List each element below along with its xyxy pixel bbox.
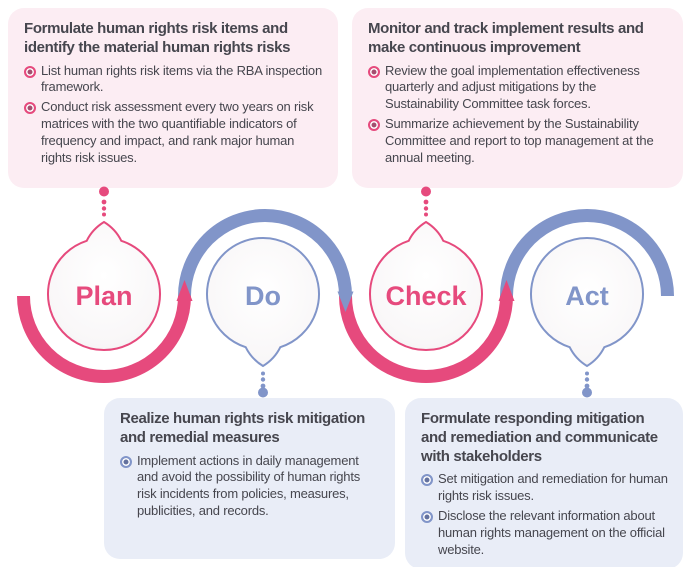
check-bullet-list: Review the goal implementation effective…	[368, 63, 669, 167]
check-detail-box: Monitor and track implement results and …	[352, 8, 683, 188]
check-label: Check	[385, 281, 467, 311]
do-dotted-connector	[258, 371, 268, 398]
act-detail-box: Formulate responding mitigation and reme…	[405, 398, 683, 567]
bullet-text: Review the goal implementation effective…	[385, 62, 640, 112]
bullet-text: Summarize achievement by the Sustainabil…	[385, 116, 654, 165]
radio-dot-icon	[368, 65, 380, 78]
list-item: Conduct risk assessment every two years …	[24, 99, 324, 167]
bullet-text: Disclose the relevant information about …	[438, 508, 665, 557]
bullet-text: List human rights risk items via the RBA…	[41, 62, 322, 95]
check-under-arc	[339, 295, 513, 383]
triangle-arrow-icon-up-plan-do	[176, 280, 193, 301]
do-over-arc	[178, 209, 352, 297]
check-dotted-connector	[421, 186, 431, 217]
plan-bullet-list: List human rights risk items via the RBA…	[24, 63, 324, 167]
act-box-title: Formulate responding mitigation and reme…	[421, 410, 658, 465]
act-bubble	[530, 237, 644, 368]
plan-dotted-connector	[99, 186, 109, 217]
bullet-text: Set mitigation and remediation for human…	[438, 471, 668, 504]
plan-detail-box: Formulate human rights risk items and id…	[8, 8, 338, 188]
radio-dot-icon	[368, 119, 380, 132]
triangle-arrow-icon-up-check-act	[498, 280, 515, 301]
plan-label: Plan	[75, 281, 132, 311]
act-dotted-connector	[582, 371, 592, 398]
radio-dot-icon	[24, 102, 36, 115]
do-label: Do	[245, 281, 281, 311]
check-bubble	[369, 220, 483, 351]
act-over-arc	[500, 209, 674, 297]
plan-under-arc	[17, 295, 191, 383]
check-box-title: Monitor and track implement results and …	[368, 20, 644, 56]
list-item: List human rights risk items via the RBA…	[24, 63, 324, 97]
do-detail-box: Realize human rights risk mitigation and…	[104, 398, 395, 559]
list-item: Review the goal implementation effective…	[368, 63, 669, 114]
radio-dot-icon	[421, 474, 433, 487]
bullet-text: Conduct risk assessment every two years …	[41, 99, 314, 165]
radio-dot-icon	[24, 65, 36, 78]
radio-dot-icon	[120, 455, 132, 468]
list-item: Set mitigation and remediation for human…	[421, 471, 669, 505]
list-item: Implement actions in daily management an…	[120, 453, 381, 521]
do-box-title: Realize human rights risk mitigation and…	[120, 410, 365, 446]
do-bubble	[206, 237, 320, 368]
bullet-text: Implement actions in daily management an…	[137, 452, 361, 519]
plan-bubble	[47, 220, 161, 351]
list-item: Disclose the relevant information about …	[421, 508, 669, 559]
do-bullet-list: Implement actions in daily management an…	[120, 453, 381, 521]
act-label: Act	[565, 281, 609, 311]
triangle-arrow-icon-down-do-check	[337, 291, 354, 312]
plan-box-title: Formulate human rights risk items and id…	[24, 20, 291, 56]
list-item: Summarize achievement by the Sustainabil…	[368, 116, 669, 167]
radio-dot-icon	[421, 511, 433, 524]
act-bullet-list: Set mitigation and remediation for human…	[421, 471, 669, 558]
